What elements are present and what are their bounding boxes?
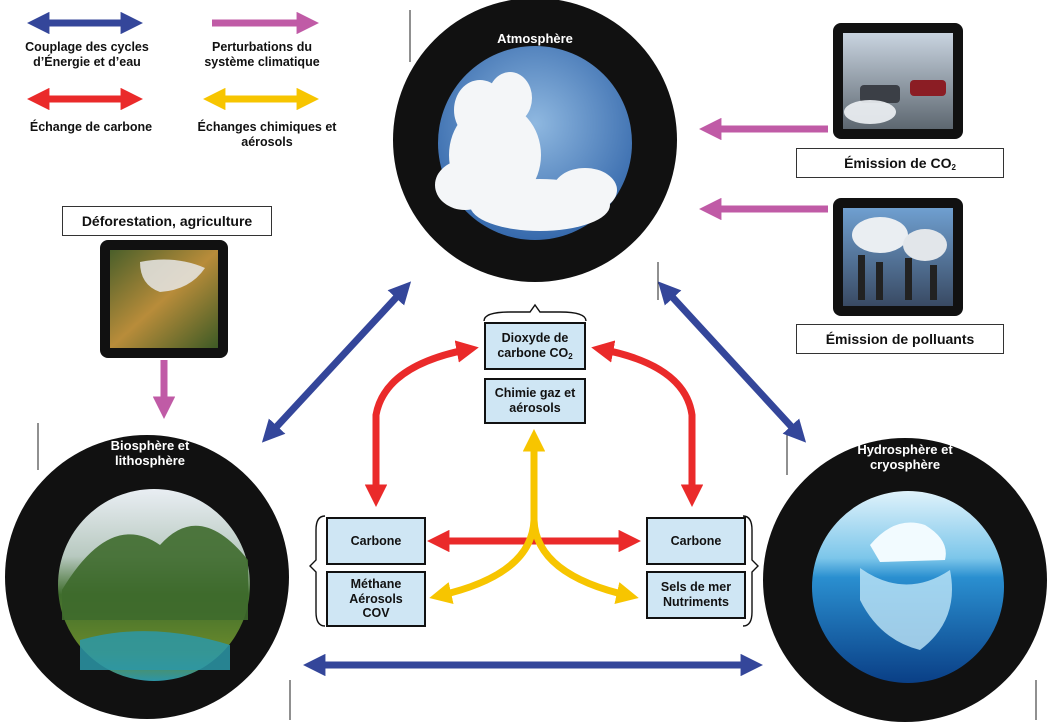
deforestation-image [100,240,228,358]
deforestation-callout: Déforestation, agriculture [62,206,272,236]
methane-label: Méthane Aérosols COV [349,576,403,621]
carbon-left-box: Carbone [326,517,426,565]
arrow-chem-salts [530,519,639,604]
pollutants-callout: Émission de polluants [796,324,1004,354]
methane-box: Méthane Aérosols COV [326,571,426,627]
co2-emission-callout: Émission de CO2 [796,148,1004,178]
biosphere-label: Biosphère et lithosphère [110,438,190,469]
legend-magenta-label: Perturbations du système climatique [204,40,320,69]
atmosphere-sphere [393,0,677,282]
legend-blue-label: Couplage des cycles d’Énergie et d’eau [25,40,149,69]
salts-box: Sels de mer Nutriments [646,571,746,619]
deforestation-label: Déforestation, agriculture [81,213,253,229]
co2-box-label: Dioxyde de carbone CO [497,330,569,360]
legend-yellow-label: Échanges chimiques et aérosols [197,120,337,149]
biosphere-sphere [5,435,289,719]
legend-red-label: Échange de carbone [29,120,153,134]
factory-image [833,198,963,316]
co2-emission-subscript: 2 [951,162,956,172]
chem-box: Chimie gaz et aérosols [484,378,586,424]
co2-box: Dioxyde de carbone CO2 [484,322,586,370]
hydrosphere-sphere [763,438,1047,722]
pollutants-label: Émission de polluants [825,331,975,347]
co2-box-subscript: 2 [568,351,573,361]
hydrosphere-label: Hydrosphère et cryosphère [857,442,953,473]
co2-emission-label: Émission de CO [844,154,952,171]
arrow-atmo-hydro [657,281,807,443]
chem-box-label: Chimie gaz et aérosols [494,386,576,415]
carbon-left-label: Carbone [350,533,402,548]
atmosphere-label: Atmosphère [497,31,573,46]
salts-label: Sels de mer Nutriments [660,580,732,609]
arrow-co2-carbon-left [364,340,479,507]
cloud-image [435,72,617,231]
carbon-right-label: Carbone [670,533,722,548]
carbon-right-box: Carbone [646,517,746,565]
arrow-atmo-bio [261,281,412,443]
arrow-co2-carbon-right [591,340,704,507]
traffic-image [833,23,963,139]
arrow-chem-methane [429,429,546,604]
